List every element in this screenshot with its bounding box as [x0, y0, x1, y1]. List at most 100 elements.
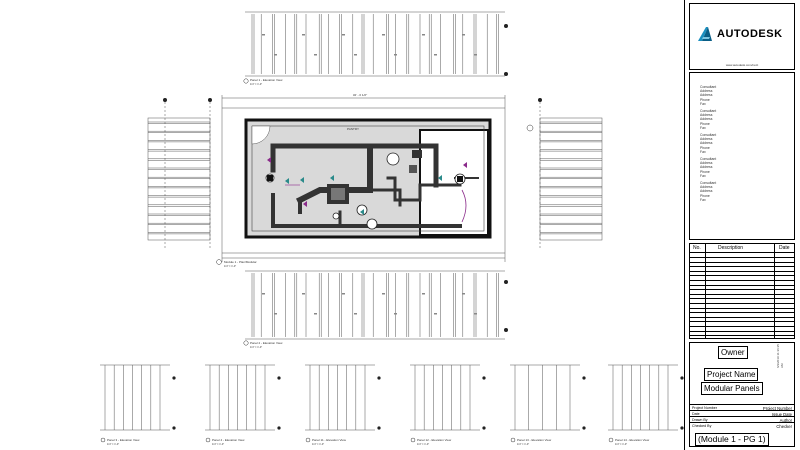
plan-title: Module 1 - Plan/Modular: [224, 260, 257, 264]
consultant-line: Address: [700, 141, 713, 146]
revision-row: [690, 257, 794, 258]
tick-mark: [342, 34, 345, 36]
elevation-scale: 1/4" = 1'-0": [212, 443, 224, 446]
consultant-line: Address: [700, 113, 713, 118]
consultant-line: Address: [700, 89, 713, 94]
tick-mark: [474, 313, 477, 315]
revision-header: No. Description Date: [690, 244, 794, 253]
consultant-line: Consultant: [700, 181, 717, 185]
tick-mark: [274, 313, 277, 315]
revision-row: [690, 261, 794, 263]
level-marker: [277, 376, 281, 380]
consultant-line: Address: [700, 165, 713, 170]
level-marker: [277, 426, 281, 430]
plan-scale: 1/4" = 1'-0": [224, 265, 236, 268]
tick-mark: [474, 54, 477, 56]
consultant-line: Phone: [700, 193, 710, 198]
logo-panel: AUTODESK www.autodesk.com/revit: [689, 3, 795, 70]
elevation-title: Panel 2 - Elevation View: [250, 341, 283, 345]
elevation-title: Panel 14 - Elevation View: [615, 438, 650, 442]
elevation-scale: 1/4" = 1'-0": [312, 443, 324, 446]
tick-mark: [382, 293, 385, 295]
level-marker: [482, 376, 486, 380]
level-marker: [680, 426, 684, 430]
consultant-line: Consultant: [700, 133, 717, 137]
owner-label: Owner: [718, 346, 748, 359]
elevation-scale: 1/4" = 1'-0": [517, 443, 529, 446]
overall-dimension: 32' - 0 1/2": [353, 93, 367, 97]
tick-mark: [302, 34, 305, 36]
divider: [705, 244, 706, 338]
level-marker: [377, 426, 381, 430]
divider: [774, 244, 775, 338]
consultant-line: Fax: [700, 125, 706, 130]
tick-mark: [394, 313, 397, 315]
elevation-title: Panel 13 - Elevation View: [517, 438, 552, 442]
print-timestamp: 6/3/2019 11:36:35 AM: [776, 344, 784, 368]
tick-mark: [274, 54, 277, 56]
elevation-scale: 1/4" = 1'-0": [107, 443, 119, 446]
revision-row: [690, 312, 794, 314]
view-marker: [608, 437, 614, 443]
consultant-line: Phone: [700, 169, 710, 174]
direction-marker: [360, 209, 364, 215]
elevation-title: Panel 4 - Elevation View: [212, 438, 245, 442]
revision-table: No. Description Date: [689, 243, 795, 339]
consultant-line: Address: [700, 93, 713, 98]
tick-mark: [434, 54, 437, 56]
consultant-line: Fax: [700, 149, 706, 154]
sheet-number: (Module 1 - PG 1): [695, 433, 769, 446]
tick-mark: [434, 313, 437, 315]
tick-mark: [394, 54, 397, 56]
level-marker: [172, 376, 176, 380]
revision-row: [690, 284, 794, 286]
brand-url: www.autodesk.com/revit: [725, 63, 759, 67]
view-marker: [510, 437, 516, 443]
consultant-line: Fax: [700, 173, 706, 178]
elevation-scale: 1/4" = 1'-0": [250, 83, 262, 86]
direction-marker: [330, 175, 334, 181]
elevation-middle: Panel 2 - Elevation View 1/4" = 1'-0": [243, 270, 508, 349]
project-info-panel: Owner Project Name Modular Panels Projec…: [689, 342, 795, 447]
revision-row: [690, 266, 794, 268]
elevation-title: Panel 3 - Elevation View: [107, 438, 140, 442]
direction-marker: [438, 175, 442, 181]
direction-marker: [300, 177, 304, 183]
direction-marker: [463, 162, 467, 168]
consultant-line: Address: [700, 117, 713, 122]
tick-mark: [382, 34, 385, 36]
consultant-line: Phone: [700, 97, 710, 102]
consultant-line: Consultant: [700, 157, 717, 161]
title-block: AUTODESK www.autodesk.com/revit Consulta…: [684, 0, 800, 450]
elevation-scale: 1/4" = 1'-0": [417, 443, 429, 446]
consultant-line: Address: [700, 189, 713, 194]
elevation-title: Panel 11 - Elevation View: [312, 438, 347, 442]
brand-name: AUTODESK: [717, 28, 783, 40]
revision-row: [690, 289, 794, 291]
elevation-left: [147, 98, 212, 248]
revision-row: [690, 280, 794, 281]
view-marker: [100, 437, 106, 443]
elevation-top: Panel 1 - Elevation View 1/4" = 1'-0": [243, 11, 508, 86]
revision-row: [690, 270, 794, 272]
revision-row: [690, 316, 794, 318]
revision-row: [690, 321, 794, 323]
revision-row: [690, 293, 794, 295]
level-marker: [582, 376, 586, 380]
room-label: PANTRY: [347, 127, 359, 131]
consultant-line: Fax: [700, 197, 706, 202]
tick-mark: [262, 34, 265, 36]
consultant-line: Consultant: [700, 85, 717, 89]
consultant-line: Address: [700, 185, 713, 190]
revision-col-date: Date: [779, 245, 790, 251]
direction-marker: [267, 157, 271, 163]
